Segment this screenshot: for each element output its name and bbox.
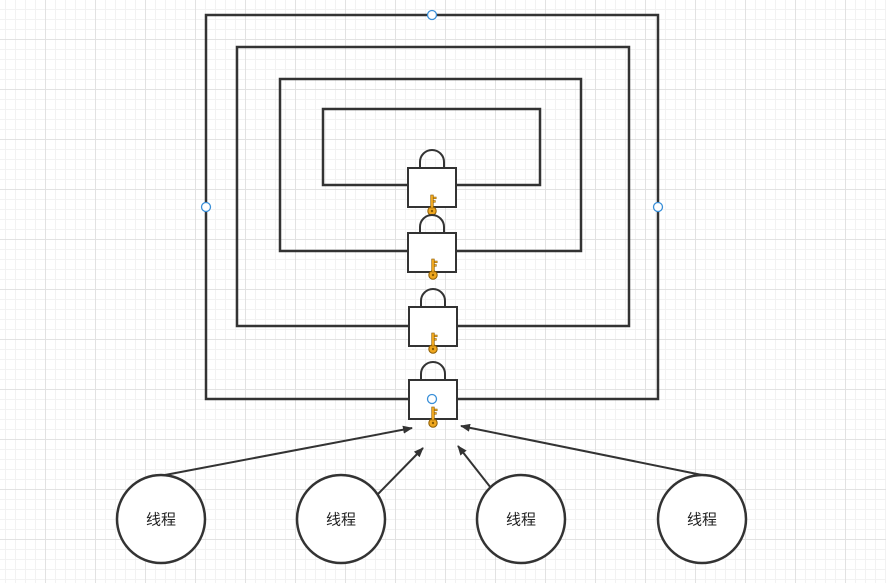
thread-label: 线程 [687, 511, 717, 529]
thread-arrow [164, 425, 413, 476]
thread-label: 线程 [146, 511, 176, 529]
selection-handle-left[interactable] [200, 201, 212, 213]
thread-node[interactable]: 线程 [295, 473, 387, 565]
thread-node[interactable]: 线程 [656, 473, 748, 565]
thread-arrow [460, 423, 703, 476]
selection-handle-bottom[interactable] [426, 393, 438, 405]
level-3-lock-box[interactable] [278, 77, 583, 253]
padlock-icon [407, 149, 457, 216]
thread-label: 线程 [326, 511, 356, 529]
selection-handle-right[interactable] [652, 201, 664, 213]
selection-handle-top[interactable] [426, 9, 438, 21]
thread-arrow [377, 447, 424, 495]
thread-node[interactable]: 线程 [475, 473, 567, 565]
padlock-icon [408, 288, 458, 354]
thread-label: 线程 [506, 511, 536, 529]
thread-node[interactable]: 线程 [115, 473, 207, 565]
padlock-icon [407, 214, 457, 280]
thread-arrow [457, 445, 492, 489]
